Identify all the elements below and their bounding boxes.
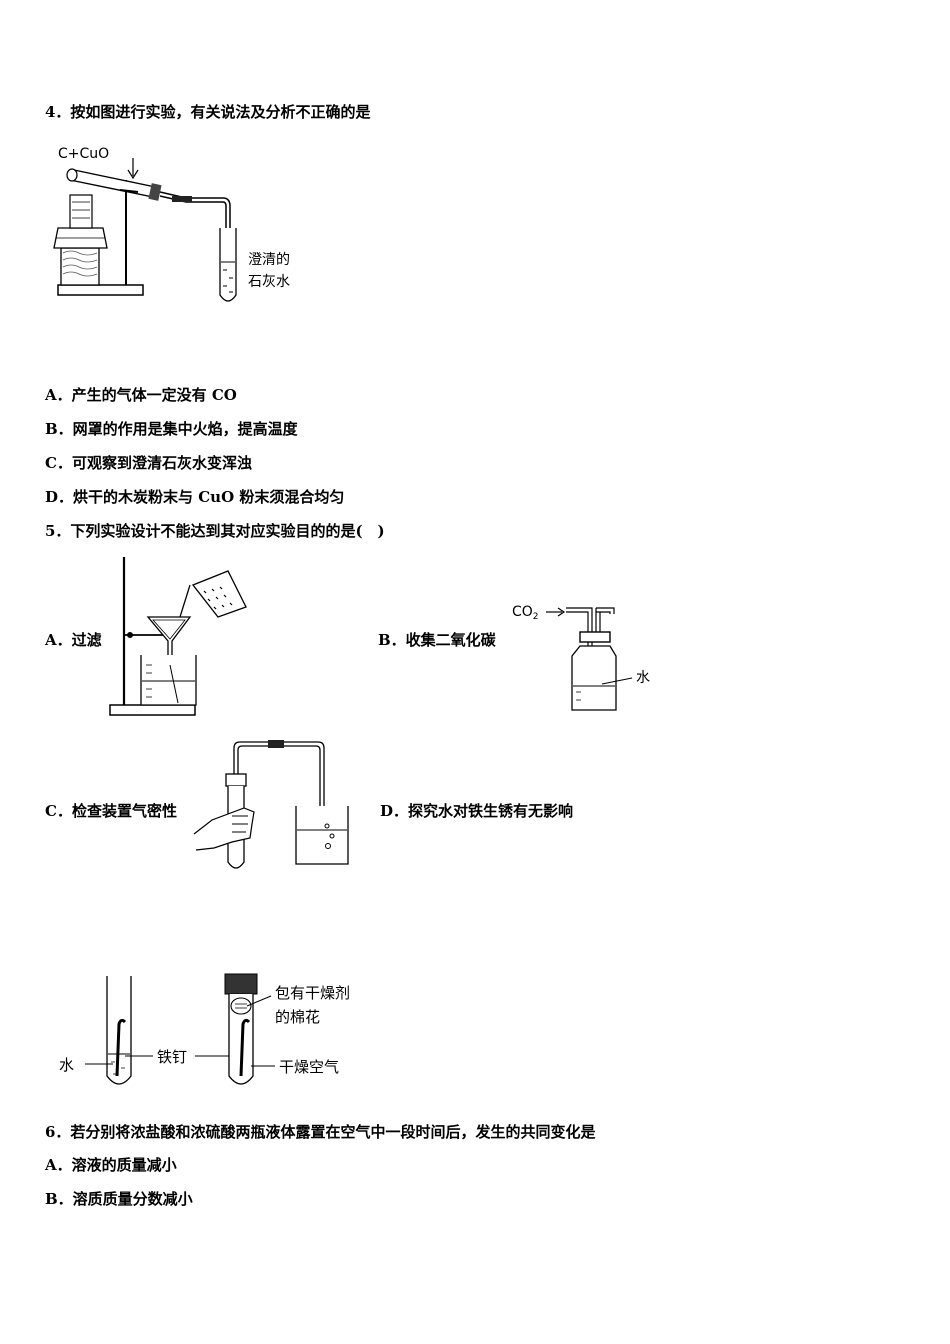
- q6-option-b: B．溶质质量分数减小: [45, 1190, 193, 1208]
- filtration-figure: [108, 555, 253, 720]
- q5-option-a: A．过滤: [45, 631, 102, 649]
- q4-option-a: A．产生的气体一定没有 CO: [45, 386, 237, 404]
- water-label-b: 水: [636, 670, 650, 686]
- co2-label: CO2: [512, 604, 539, 622]
- q4-option-c: C．可观察到澄清石灰水变浑浊: [45, 454, 252, 472]
- q4-stem: 4．按如图进行实验，有关说法及分析不正确的是: [45, 103, 371, 121]
- cotton-label-line1: 包有干燥剂: [275, 984, 350, 1002]
- dry-air-label: 干燥空气: [279, 1058, 339, 1076]
- q6-stem: 6．若分别将浓盐酸和浓硫酸两瓶液体露置在空气中一段时间后，发生的共同变化是: [45, 1123, 596, 1141]
- q4-apparatus-figure: C+CuO 澄清的 石灰水: [48, 140, 318, 305]
- q6-option-a: A．溶液的质量减小: [45, 1156, 177, 1174]
- q5-option-d: D．探究水对铁生锈有无影响: [380, 802, 574, 820]
- limewater-label-line2: 石灰水: [248, 274, 290, 290]
- q5-option-c: C．检查装置气密性: [45, 802, 177, 820]
- q4-option-d: D．烘干的木炭粉末与 CuO 粉末须混合均匀: [45, 488, 345, 506]
- q5-option-b: B．收集二氧化碳: [378, 631, 496, 649]
- q5-stem: 5．下列实验设计不能达到其对应实验目的的是( ): [45, 522, 385, 540]
- reactant-label: C+CuO: [58, 146, 109, 162]
- cotton-label-line2: 的棉花: [275, 1008, 320, 1026]
- limewater-label-line1: 澄清的: [248, 252, 290, 268]
- water-label-d: 水: [59, 1056, 74, 1074]
- q4-option-b: B．网罩的作用是集中火焰，提高温度: [45, 420, 298, 438]
- airtightness-figure: [192, 738, 352, 873]
- iron-rust-figure: 水 铁钉 包有干燥剂 的棉花 干燥空气: [55, 972, 385, 1092]
- co2-collection-figure: CO2 水: [510, 598, 660, 716]
- nail-label: 铁钉: [157, 1048, 187, 1066]
